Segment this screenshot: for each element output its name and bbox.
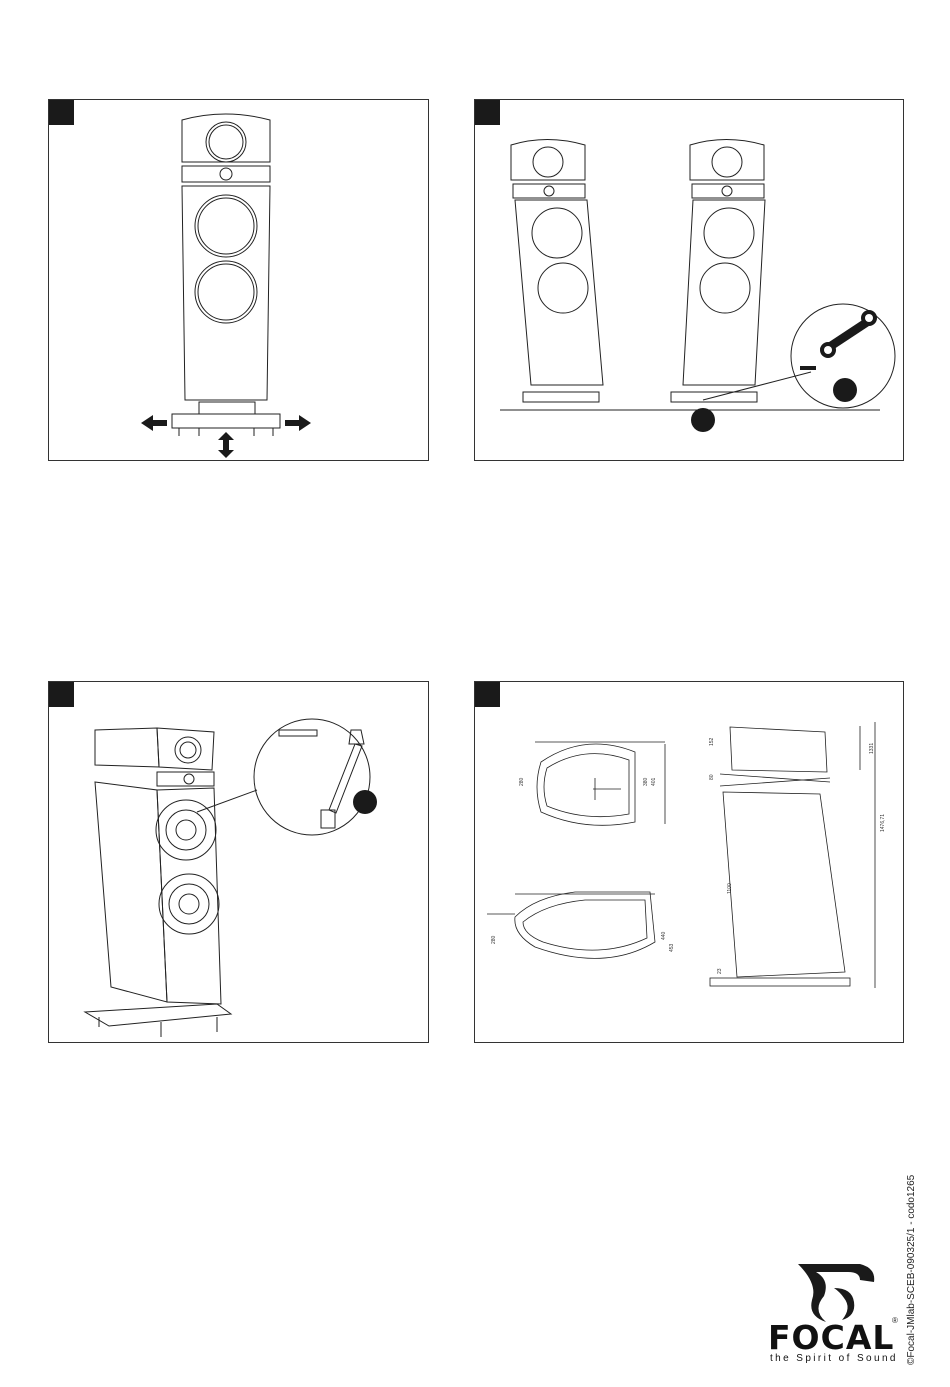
dim-top-depth-1: 380 bbox=[643, 777, 649, 786]
registered-mark: ® bbox=[892, 1316, 898, 1325]
speaker-tilt-diagram bbox=[475, 100, 905, 462]
dim-top-width: 280 bbox=[519, 777, 525, 786]
dim-bottom-depth-1: 440 bbox=[661, 931, 667, 940]
brand-tagline: the Spirit of Sound bbox=[770, 1353, 898, 1364]
dimensions-diagram: 280 380 401 280 440 453 152 80 1100 23 1… bbox=[475, 682, 905, 1044]
dim-top-depth-2: 401 bbox=[651, 777, 657, 786]
dim-bottom-width: 280 bbox=[491, 935, 497, 944]
figure-panel-4: 280 380 401 280 440 453 152 80 1100 23 1… bbox=[474, 681, 904, 1043]
speaker-front-diagram bbox=[49, 100, 430, 462]
document-reference: ©Focal-JMlab-SCEB-090325/1 - codo1265 bbox=[906, 1175, 917, 1365]
dim-top-total: 1331 bbox=[869, 743, 875, 754]
figure-panel-1 bbox=[48, 99, 429, 461]
figure-panel-3 bbox=[48, 681, 429, 1043]
speaker-perspective-diagram bbox=[49, 682, 430, 1044]
dim-foot: 23 bbox=[717, 968, 723, 974]
dim-overall: 1476,71 bbox=[880, 814, 886, 832]
figure-panel-2 bbox=[474, 99, 904, 461]
dim-head-height: 152 bbox=[709, 737, 715, 746]
dim-bottom-depth-2: 453 bbox=[669, 943, 675, 952]
dim-gap: 80 bbox=[709, 774, 715, 780]
brand-name: FOCAL bbox=[768, 1318, 894, 1357]
dim-body-height: 1100 bbox=[727, 883, 733, 894]
